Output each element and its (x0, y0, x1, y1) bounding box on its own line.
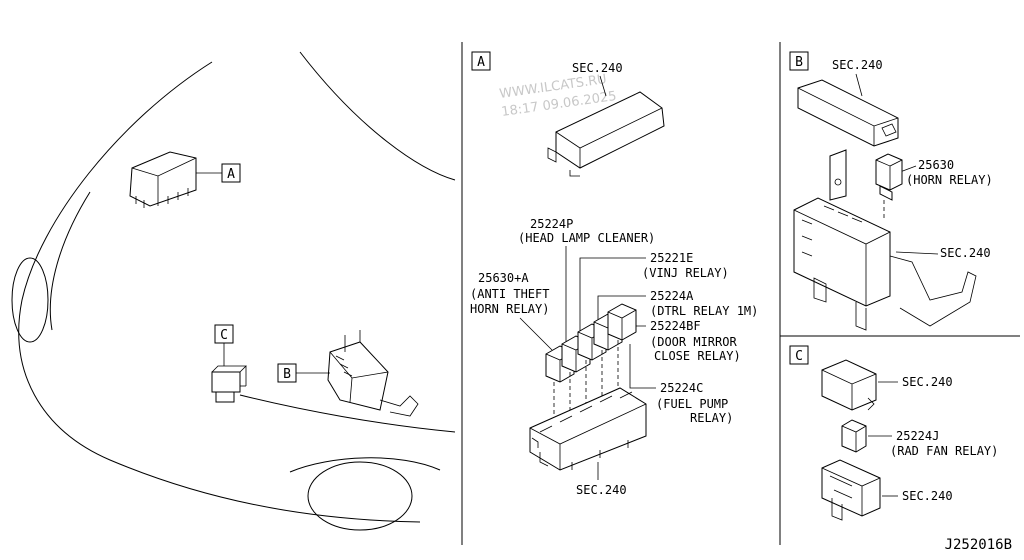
relay-25224p-part: 25224P (530, 217, 573, 231)
car-outline (11, 51, 456, 531)
panel-a-sec-bottom: SEC.240 (576, 483, 627, 497)
relay-25221e-desc: (VINJ RELAY) (642, 266, 729, 280)
panel-frame (461, 42, 1020, 545)
callout-a-box (221, 163, 241, 183)
relay-cover-c (821, 359, 877, 411)
panel-b-tag: B (795, 55, 803, 70)
relay-25221e-part: 25221E (650, 251, 693, 265)
relay-25630a-part: 25630+A (478, 271, 529, 285)
panel-c-relay-desc: (RAD FAN RELAY) (890, 444, 998, 458)
callout-b-box (277, 363, 297, 383)
relay-c-overview (211, 342, 247, 403)
relay-25630a-desc1: (ANTI THEFT (470, 287, 549, 301)
panel-c-relay-part: 25224J (896, 429, 939, 443)
panel-c-sec-bottom: SEC.240 (902, 489, 953, 503)
relay-25630a-desc2: HORN RELAY) (470, 302, 549, 316)
fuse-block-a (529, 387, 647, 471)
fuse-cover-b (797, 79, 899, 147)
fuse-block-b (793, 197, 977, 331)
relay-25224p-desc: (HEAD LAMP CLEANER) (518, 231, 655, 245)
relay-25224a-desc: (DTRL RELAY 1M) (650, 304, 758, 318)
panel-c-tag: C (795, 349, 803, 364)
panel-b-relay-desc: (HORN RELAY) (906, 173, 993, 187)
callout-b-label: B (283, 367, 291, 382)
callout-c-box (214, 324, 234, 344)
panel-c-tag-box (789, 345, 809, 365)
panel-a-tag-box (471, 51, 491, 71)
panel-a-tag: A (477, 55, 485, 70)
relay-25224c-desc2: RELAY) (690, 411, 733, 425)
panel-c-sec-top: SEC.240 (902, 375, 953, 389)
panel-b-tag-box (789, 51, 809, 71)
panel-b-sec-side: SEC.240 (940, 246, 991, 260)
diagram-code: J252016B (945, 537, 1012, 553)
rad-fan-relay-c (841, 419, 867, 453)
relay-25224a-part: 25224A (650, 289, 694, 303)
fuse-cover-a (547, 91, 665, 177)
panel-b-sec-top: SEC.240 (832, 58, 883, 72)
relay-25224bf-desc2: CLOSE RELAY) (654, 349, 741, 363)
bracket-b (829, 149, 847, 201)
panel-a-leaders (519, 246, 656, 389)
relay-base-c (821, 459, 881, 521)
relay-25224bf-desc1: (DOOR MIRROR (650, 335, 737, 349)
fuse-box-a-overview (129, 151, 222, 208)
horn-relay-b (875, 153, 903, 201)
relay-25224bf-part: 25224BF (650, 319, 701, 333)
relay-cluster-a (545, 303, 637, 383)
panel-a-sec-top: SEC.240 (572, 61, 623, 75)
panel-b-relay-part: 25630 (918, 158, 954, 172)
callout-c-label: C (220, 328, 228, 343)
relay-25224c-part: 25224C (660, 381, 703, 395)
callout-a-label: A (227, 167, 235, 182)
fuse-box-b-overview (296, 330, 419, 417)
relay-25224c-desc1: (FUEL PUMP (656, 397, 728, 411)
